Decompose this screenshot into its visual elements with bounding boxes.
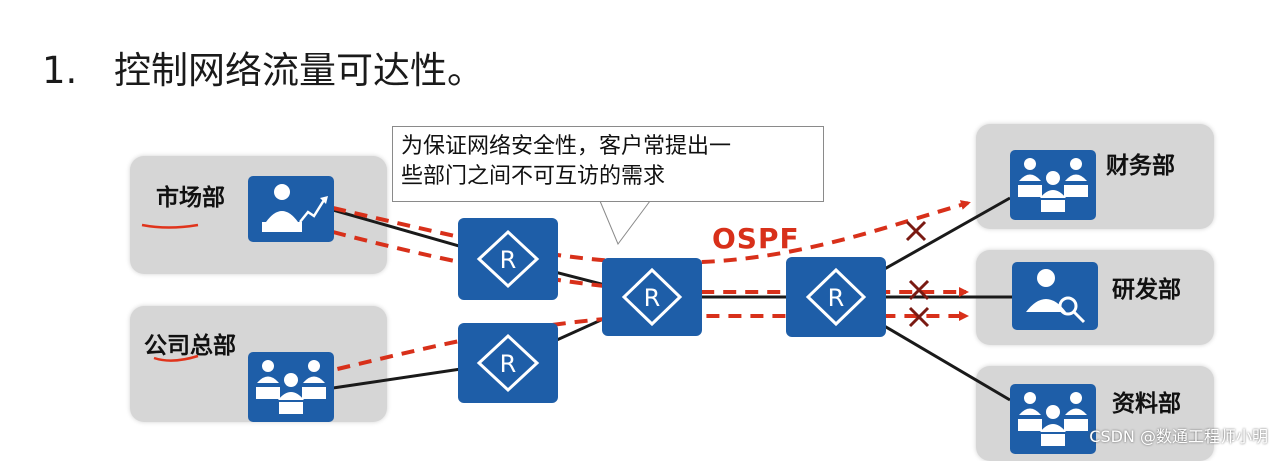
underline-annotation-hq <box>153 354 199 362</box>
watermark: CSDN @数通工程师小明 <box>1089 427 1268 446</box>
router-glyph: R <box>500 350 517 378</box>
team-icon <box>1010 150 1096 220</box>
analyst-icon <box>248 176 334 242</box>
label-hq: 公司总部 <box>144 333 236 359</box>
slide-title: 1. 控制网络流量可达性。 <box>42 40 484 94</box>
flow-hq-data <box>315 311 969 376</box>
label-finance: 财务部 <box>1106 153 1175 179</box>
ospf-label: OSPF <box>712 222 800 255</box>
router-glyph: R <box>828 284 845 312</box>
router-glyph: R <box>500 246 517 274</box>
label-market: 市场部 <box>156 185 225 211</box>
label-rnd: 研发部 <box>1112 277 1181 303</box>
block-x-icon <box>908 279 930 301</box>
researcher-icon <box>1012 262 1098 330</box>
title-number: 1. <box>42 49 78 92</box>
callout-line-1: 为保证网络安全性，客户常提出一 <box>401 134 732 159</box>
router-icon: R <box>458 218 558 300</box>
underline-annotation-market <box>141 223 199 229</box>
router-icon: R <box>602 258 702 336</box>
team-icon <box>1010 384 1096 454</box>
block-x-icon <box>908 306 930 328</box>
callout-line-2: 些部门之间不可互访的需求 <box>401 164 666 189</box>
router-glyph: R <box>644 284 661 312</box>
callout-pointer <box>599 200 651 246</box>
label-data: 资料部 <box>1112 391 1181 417</box>
block-x-icon <box>905 220 927 242</box>
team-icon <box>248 352 334 422</box>
title-text: 控制网络流量可达性。 <box>114 49 484 92</box>
flow-market-finance <box>332 200 971 265</box>
traffic-flows <box>315 200 971 376</box>
requirement-callout: 为保证网络安全性，客户常提出一 些部门之间不可互访的需求 <box>392 126 824 202</box>
router-icon: R <box>786 257 886 337</box>
router-icon: R <box>458 323 558 403</box>
